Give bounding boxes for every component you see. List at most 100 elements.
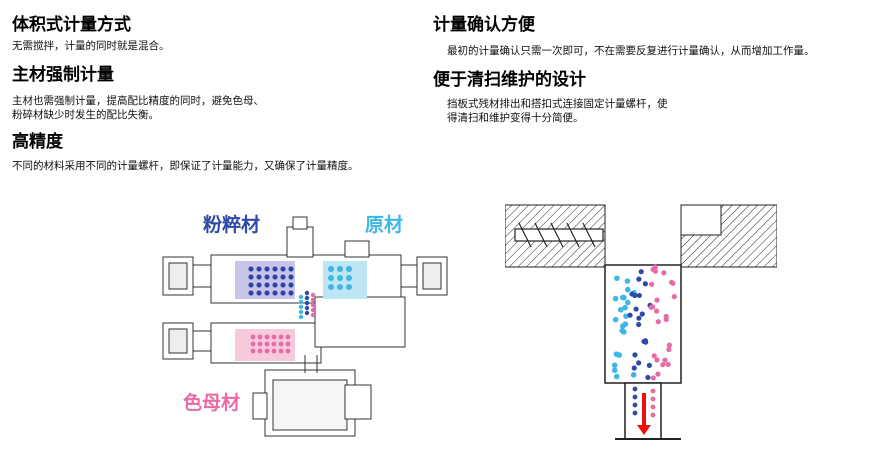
pellet-dot — [632, 292, 638, 299]
pellet-dot — [650, 304, 656, 310]
pellet-dot — [614, 275, 620, 282]
feature-title: 便于清扫维护的设计 — [433, 70, 586, 90]
pellet-dot — [304, 295, 310, 301]
feature-title: 计量确认方便 — [433, 15, 535, 35]
pellet-dot — [612, 295, 619, 302]
pellet-dot — [288, 274, 294, 280]
feature-text: 主材也需强制计量，提高配比精度的同时，避免色母、 粉碎材缺少时发生的配比失衡。 — [12, 95, 264, 121]
pellet-dot — [285, 341, 291, 347]
pellet-dot — [660, 362, 666, 368]
pellet-dot — [666, 346, 672, 353]
feature-text: 最初的计量确认只需一次即可，不在需要反复进行计量确认，从而增加工作量。 — [447, 45, 815, 57]
pellet-dot — [271, 341, 277, 347]
pellet-dot — [655, 371, 661, 377]
pellet-dot — [646, 362, 652, 368]
pellet-dot — [632, 386, 638, 392]
label-raw-material: 原材 — [365, 213, 403, 236]
pellet-dot — [337, 266, 343, 272]
pellet-dot — [638, 269, 644, 275]
pellet-dot — [280, 282, 286, 288]
pellet-dot — [650, 388, 656, 394]
pellet-dot — [328, 266, 334, 272]
pellet-dot — [620, 294, 626, 301]
pellet-dot — [611, 362, 618, 369]
pellet-dot — [304, 290, 310, 296]
pellet-dot — [298, 299, 304, 305]
pellet-dot — [278, 341, 284, 347]
pellet-dot — [346, 266, 352, 272]
pellet-dot — [631, 365, 637, 371]
pellet-dot — [346, 275, 352, 281]
feature-title: 体积式计量方式 — [12, 15, 131, 35]
pellet-dot — [649, 281, 655, 287]
pellet-dot — [346, 284, 352, 290]
pellet-dot — [665, 361, 671, 367]
pellet-dot — [652, 264, 658, 270]
pellet-dot — [671, 294, 677, 300]
pellet-dot — [654, 297, 660, 303]
pellet-dot — [619, 327, 626, 334]
pellet-dot — [285, 334, 291, 340]
pellet-dot — [630, 372, 637, 378]
pellet-dot — [264, 290, 270, 296]
pellet-dot — [642, 338, 649, 344]
pellet-dot — [651, 353, 657, 359]
pellet-dot — [288, 290, 294, 296]
pellet-dot — [264, 341, 270, 347]
pellet-dot — [661, 270, 667, 276]
pellet-dot — [257, 348, 263, 354]
pellet-dot — [613, 351, 620, 357]
pellet-dot — [636, 321, 642, 328]
pellet-dot — [636, 276, 642, 282]
pellet-dot — [256, 266, 262, 272]
pellet-dot — [310, 312, 316, 318]
pellet-dot — [304, 305, 310, 311]
pellet-dot — [611, 367, 618, 374]
pellet-dot — [310, 297, 316, 303]
pellet-dot — [662, 357, 668, 363]
feature-forced-metering: 主材强制计量 主材也需强制计量，提高配比精度的同时，避免色母、 粉碎材缺少时发生… — [12, 64, 264, 122]
pellet-dot — [285, 348, 291, 354]
pellet-dot — [624, 299, 631, 306]
pellet-dot — [636, 292, 642, 299]
pellet-dot — [250, 334, 256, 340]
pellet-dot — [256, 290, 262, 296]
pellet-dot — [663, 316, 669, 323]
pellet-dot — [264, 274, 270, 280]
pellet-dot — [639, 311, 645, 317]
pellet-dot — [256, 274, 262, 280]
hopper-cross-section — [505, 204, 777, 440]
pellet-dot — [304, 300, 310, 306]
pellet-dot — [278, 348, 284, 354]
pellet-dot — [650, 396, 656, 402]
pellet-dot — [272, 266, 278, 272]
pellet-dot — [310, 307, 316, 313]
pellet-dot — [298, 294, 304, 300]
feature-volumetric: 体积式计量方式 无需搅拌，计量的同时就是混合。 — [12, 14, 170, 53]
pellet-dot — [304, 310, 310, 316]
pellet-dot — [248, 282, 254, 288]
feature-text: 挡板式残材排出和搭扣式连接固定计量螺杆，使 得清扫和维护变得十分简便。 — [447, 98, 668, 124]
pellet-dot — [632, 410, 638, 416]
pellet-dot — [650, 404, 656, 410]
pellet-dot — [288, 282, 294, 288]
pellet-dot — [650, 375, 656, 381]
pellet-dot — [310, 292, 316, 298]
pellet-dot — [632, 402, 638, 408]
pellet-dot — [655, 319, 661, 325]
pellet-dot — [627, 312, 633, 318]
pellet-dot — [248, 274, 254, 280]
pellet-dots — [611, 264, 677, 418]
pellet-dot — [666, 342, 672, 348]
pellet-dot — [636, 360, 642, 366]
pellet-dots — [248, 266, 352, 354]
blender-machine-illustration: 粉粹材 原材 色母材 — [162, 213, 448, 437]
pellet-dot — [288, 266, 294, 272]
pellet-dot — [248, 266, 254, 272]
pellet-dot — [264, 334, 270, 340]
pellet-dot — [612, 316, 619, 323]
pellet-dot — [328, 284, 334, 290]
pellet-dot — [250, 341, 256, 347]
pellet-dot — [633, 306, 639, 312]
pellet-dot — [632, 352, 638, 358]
